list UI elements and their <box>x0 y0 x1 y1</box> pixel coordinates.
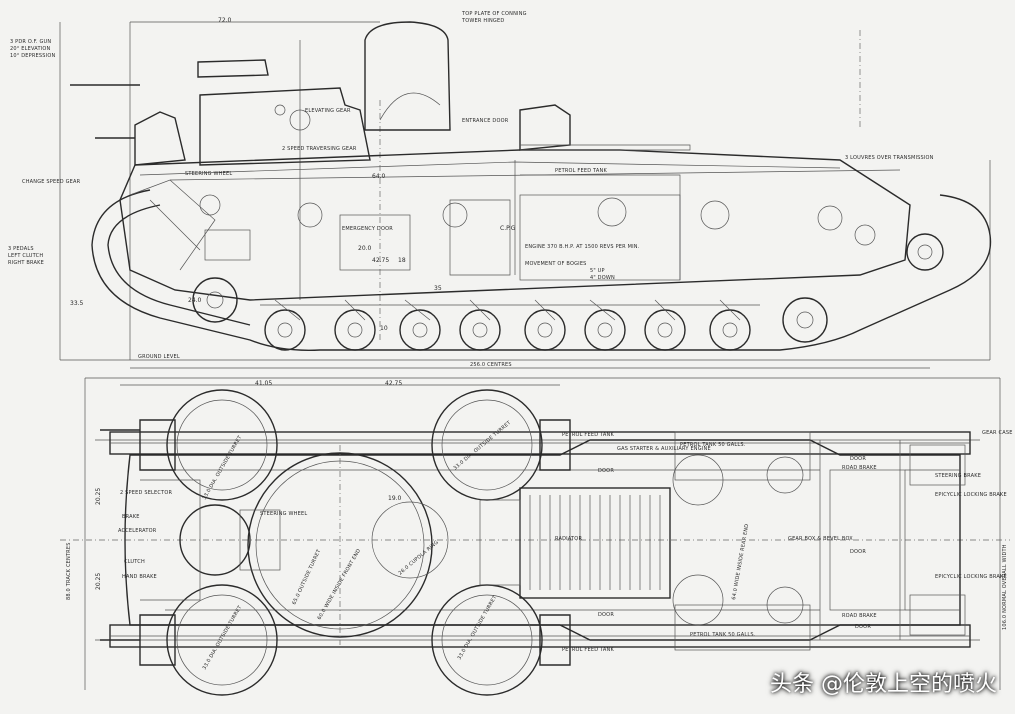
label-gearbox: GEAR BOX & BEVEL BOX <box>788 536 853 542</box>
label-gun: 3 PDR O.F. GUN <box>10 39 51 45</box>
label-turret-note-2: 33.0 DIA. OUTSIDE TURRET <box>452 419 512 471</box>
plan-radiator <box>519 487 671 599</box>
watermark: 头条 @伦敦上空的喷火 <box>770 672 997 697</box>
label-engine: ENGINE 370 B.H.P. AT 1500 REVS PER MIN. <box>525 244 640 250</box>
plan-gearbox <box>829 469 906 611</box>
label-door-1: DOOR <box>598 468 614 474</box>
side-engine <box>519 194 681 281</box>
label-radiator: RADIATOR <box>555 536 582 542</box>
label-ground-level: GROUND LEVEL <box>138 354 180 360</box>
dim-42-75: 42.75 <box>372 257 389 264</box>
label-overall-width: 106.0 NORMAL OVERALL WIDTH <box>1002 544 1008 630</box>
label-feed-tank-top: PETROL FEED TANK <box>562 432 614 438</box>
label-tower-hinged: TOWER HINGED <box>461 18 504 24</box>
label-turret-note-4: 33.0 DIA. OUTSIDE TURRET <box>457 594 499 661</box>
plan-view: PETROL FEED TANK PETROL FEED TANK GAS ST… <box>60 377 1013 696</box>
label-brake: BRAKE <box>122 514 140 520</box>
plan-petrol-tank-bottom <box>674 604 811 651</box>
label-door-3: DOOR <box>850 456 866 462</box>
label-bogie-down: 4" DOWN <box>590 275 615 281</box>
dim-72: 72.0 <box>218 17 232 24</box>
label-traversing-gear: 2 SPEED TRAVERSING GEAR <box>282 146 357 152</box>
label-hand-brake: HAND BRAKE <box>122 574 157 580</box>
label-main-turret: 65.0 OUTSIDE TURRET <box>291 548 322 606</box>
label-turret-note-3: 33.0 DIA. OUTSIDE TURRET <box>202 604 244 671</box>
label-steering-note: STEERING WHEEL <box>260 511 307 517</box>
label-accelerator: ACCELERATOR <box>118 528 157 534</box>
label-door-4: DOOR <box>850 549 866 555</box>
dim-24: 24.0 <box>188 297 202 304</box>
label-emergency-door: EMERGENCY DOOR <box>342 226 393 232</box>
label-steering-wheel: STEERING WHEEL <box>185 171 232 177</box>
label-gear-case: GEAR CASE <box>982 430 1013 436</box>
dim-20-25-b: 20.25 <box>95 573 102 590</box>
dim-20-25-a: 20.25 <box>95 488 102 505</box>
side-main-gun <box>197 59 269 78</box>
label-pedals-1: 3 PEDALS <box>8 246 34 252</box>
dim-18: 18 <box>398 257 406 264</box>
label-top-plate: TOP PLATE OF CONNING <box>461 11 527 17</box>
dim-64: 64.0 <box>372 173 386 180</box>
side-main-turret <box>199 87 371 166</box>
dim-42-75-plan: 42.75 <box>385 380 402 387</box>
label-movement-bogies: MOVEMENT OF BOGIES <box>525 261 587 267</box>
label-pedals-3: RIGHT BRAKE <box>8 260 44 266</box>
label-depression: 10° DEPRESSION <box>10 53 55 59</box>
label-track-centres-plan: 88.0 TRACK CENTRES <box>66 542 72 600</box>
dim-35: 35 <box>434 285 442 292</box>
label-petrol-tank-bottom: PETROL TANK 50 GALLS. <box>690 632 756 638</box>
side-road-wheels <box>192 197 944 351</box>
label-elevation: 20° ELEVATION <box>10 46 51 52</box>
label-turret-note-1: 33.0 DIA. OUTSIDE TURRET <box>202 434 244 501</box>
label-door-2: DOOR <box>598 612 614 618</box>
label-epicyclic-1: EPICYCLIC LOCKING BRAKE <box>935 492 1007 498</box>
label-bogie-up: 5" UP <box>590 268 605 274</box>
label-petrol-tank-top: PETROL TANK 50 GALLS. <box>680 442 746 448</box>
plan-sub-turrets <box>100 389 571 696</box>
dim-41-05: 41.05 <box>255 380 272 387</box>
label-clutch: CLUTCH <box>124 559 145 565</box>
dim-cpg: C.P.G <box>500 225 516 232</box>
label-feed-tank-bottom: PETROL FEED TANK <box>562 647 614 653</box>
label-elevating-gear: ELEVATING GEAR <box>305 108 351 114</box>
plan-cupola <box>371 501 449 579</box>
label-cupola-note: 26.0 CUPOLA RING <box>397 539 440 576</box>
dim-10: 10 <box>380 325 388 332</box>
plan-petrol-tank-top <box>674 431 811 481</box>
label-speed-selector: 2 SPEED SELECTOR <box>120 490 172 496</box>
label-louvres: 3 LOUVRES OVER TRANSMISSION <box>845 155 934 161</box>
dim-33-5: 33.5 <box>70 300 84 307</box>
label-pedals-2: LEFT CLUTCH <box>8 253 43 259</box>
dim-20: 20.0 <box>358 245 372 252</box>
label-door-5: DOOR <box>855 624 871 630</box>
label-gas-starter: GAS STARTER & AUXILIARY ENGINE <box>617 446 711 452</box>
label-petrol-feed-tank: PETROL FEED TANK <box>555 168 607 174</box>
label-width-front: 64.0 WIDE INSIDE REAR END <box>731 523 750 600</box>
label-road-brake-bottom: ROAD BRAKE <box>842 613 877 619</box>
dim-19: 19.0 <box>388 495 402 502</box>
label-epicyclic-2: EPICYCLIC LOCKING BRAKE <box>935 574 1007 580</box>
label-change-speed: CHANGE SPEED GEAR <box>22 179 81 185</box>
label-road-brake-top: ROAD BRAKE <box>842 465 877 471</box>
side-track-outline <box>91 189 992 351</box>
label-entrance-door: ENTRANCE DOOR <box>462 118 509 124</box>
label-steering-brake: STEERING BRAKE <box>935 473 981 479</box>
label-track-centres: 256.0 CENTRES <box>470 362 512 368</box>
side-elevation: 3 PDR O.F. GUN 20° ELEVATION 10° DEPRESS… <box>8 11 992 369</box>
side-front-turret <box>134 111 186 166</box>
